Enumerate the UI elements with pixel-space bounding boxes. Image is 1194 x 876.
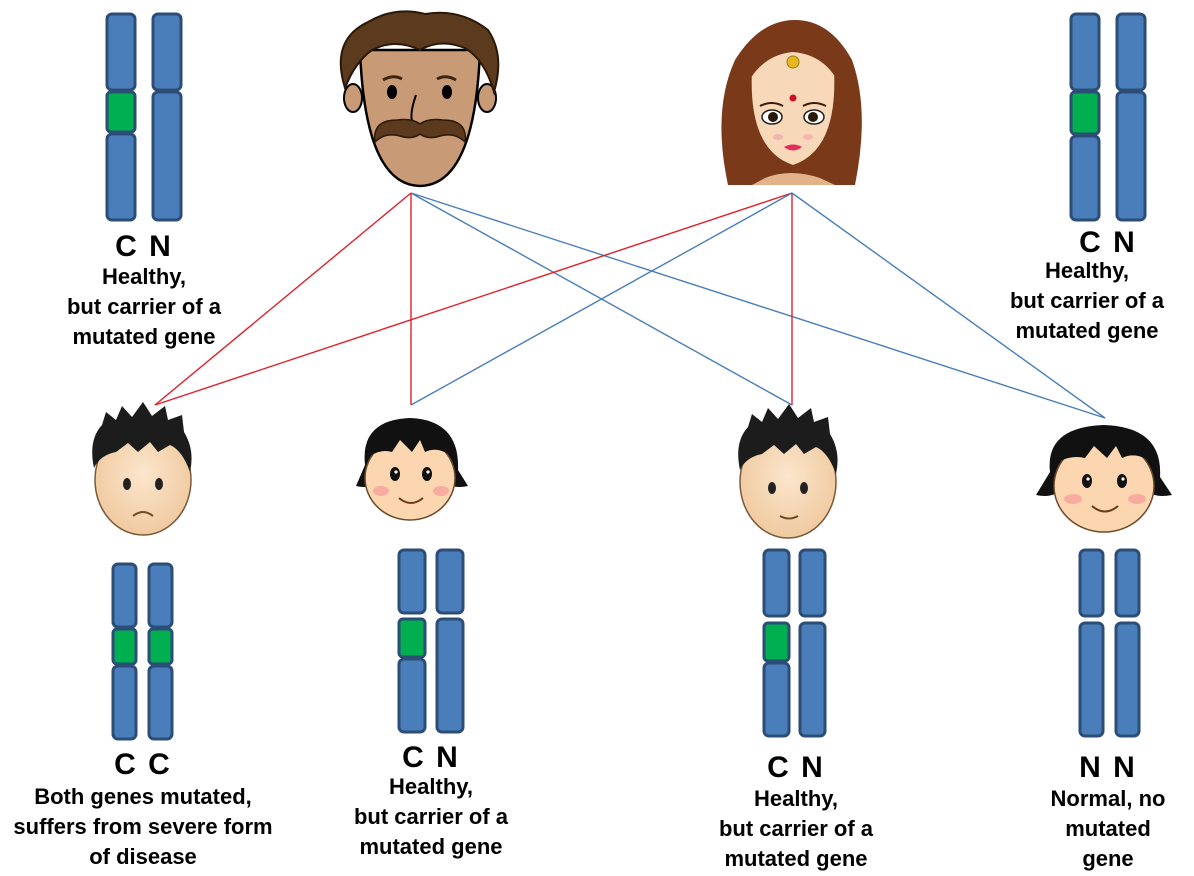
mother-n-chromosome-bottom	[1115, 90, 1147, 222]
child2-c-chromosome-bottom	[397, 657, 427, 734]
child3-c-chromosome-bottom	[762, 661, 791, 738]
father-c-chromosome-bottom	[105, 132, 137, 222]
child2-caption-line: Healthy,	[389, 774, 473, 799]
child2-n-chromosome-bottom	[435, 617, 465, 734]
child2-c-chromosome-top	[397, 548, 427, 615]
child4-caption: Normal, no mutated gene	[1008, 784, 1194, 874]
child1-alleles: C C	[114, 748, 172, 781]
child3-caption-line: mutated gene	[724, 846, 868, 871]
child3-chromosome-pair	[762, 548, 827, 738]
father-to-child4-line	[410, 192, 1106, 419]
father-caption-line: but carrier of a	[66, 294, 222, 319]
child1-c1-chromosome-top	[111, 562, 138, 629]
father-caption: Healthy, but carrier of a mutated gene	[14, 262, 274, 352]
mother-c-chromosome-top	[1069, 12, 1101, 92]
mother-to-child1-line	[154, 192, 793, 406]
mother-caption-line: but carrier of a	[1009, 288, 1165, 313]
father-face-icon	[339, 10, 500, 188]
child1-caption-line: of disease	[89, 844, 197, 869]
child2-caption-line: mutated gene	[359, 834, 503, 859]
child1-c2-chromosome-top	[147, 562, 174, 629]
father-caption-line: mutated gene	[72, 324, 216, 349]
child2-caption-line: but carrier of a	[353, 804, 509, 829]
child3-c-mutation-band	[762, 621, 791, 663]
child1-c1-mutation-band	[111, 627, 138, 666]
child4-caption-line: mutated	[1065, 816, 1151, 841]
child1-c2-chromosome-bottom	[147, 664, 174, 741]
child1-c1-chromosome-bottom	[111, 664, 138, 741]
child1-caption: Both genes mutated, suffers from severe …	[3, 782, 283, 872]
father-to-child1-line	[154, 192, 412, 406]
father-chromosome-pair	[105, 12, 183, 222]
mother-alleles: C N	[1079, 226, 1137, 259]
child3-c-chromosome-top	[762, 548, 791, 618]
smiling-girl-face-icon	[1036, 425, 1172, 533]
mother-caption-line: Healthy,	[1045, 258, 1129, 283]
child2-chromosome-pair	[397, 548, 465, 734]
child4-n1-chromosome-top	[1078, 548, 1105, 618]
child4-alleles: N N	[1079, 751, 1137, 784]
boy-face-icon	[738, 404, 838, 539]
child1-chromosome-pair	[111, 562, 174, 741]
mother-chromosome-pair	[1069, 12, 1147, 222]
child1-caption-line: Both genes mutated,	[34, 784, 252, 809]
father-c-chromosome-top	[105, 12, 137, 92]
child4-caption-line: gene	[1082, 846, 1134, 871]
mother-caption-line: mutated gene	[1015, 318, 1159, 343]
child1-c2-mutation-band	[147, 627, 174, 666]
mother-to-child2-line	[410, 192, 793, 406]
child2-n-chromosome-top	[435, 548, 465, 615]
sad-boy-face-icon	[92, 402, 192, 536]
father-caption-line: Healthy,	[102, 264, 186, 289]
child3-n-chromosome-bottom	[798, 621, 827, 738]
mother-c-mutation-band	[1069, 90, 1101, 136]
mother-n-chromosome-top	[1115, 12, 1147, 92]
child4-n1-chromosome-bottom	[1078, 621, 1105, 738]
child2-alleles: C N	[402, 741, 460, 774]
child1-caption-line: suffers from severe form	[13, 814, 273, 839]
child4-n2-chromosome-bottom	[1114, 621, 1141, 738]
child3-caption: Healthy, but carrier of a mutated gene	[666, 784, 926, 874]
mother-c-chromosome-bottom	[1069, 134, 1101, 222]
child4-n2-chromosome-top	[1114, 548, 1141, 618]
child4-caption-line: Normal, no	[1050, 786, 1166, 811]
father-n-chromosome-top	[151, 12, 183, 92]
father-c-mutation-band	[105, 90, 137, 134]
child2-caption: Healthy, but carrier of a mutated gene	[301, 772, 561, 862]
child3-alleles: C N	[767, 751, 825, 784]
father-alleles: C N	[115, 230, 173, 263]
child2-c-mutation-band	[397, 617, 427, 659]
inheritance-lines	[154, 192, 1106, 419]
child3-caption-line: Healthy,	[754, 786, 838, 811]
father-n-chromosome-bottom	[151, 90, 183, 222]
mother-caption: Healthy, but carrier of a mutated gene	[980, 256, 1194, 346]
mother-to-child4-line	[791, 192, 1106, 419]
child4-chromosome-pair	[1078, 548, 1141, 738]
smiling-girl-face-icon	[356, 418, 468, 521]
child3-caption-line: but carrier of a	[718, 816, 874, 841]
child3-n-chromosome-top	[798, 548, 827, 618]
mother-face-icon	[721, 20, 862, 185]
